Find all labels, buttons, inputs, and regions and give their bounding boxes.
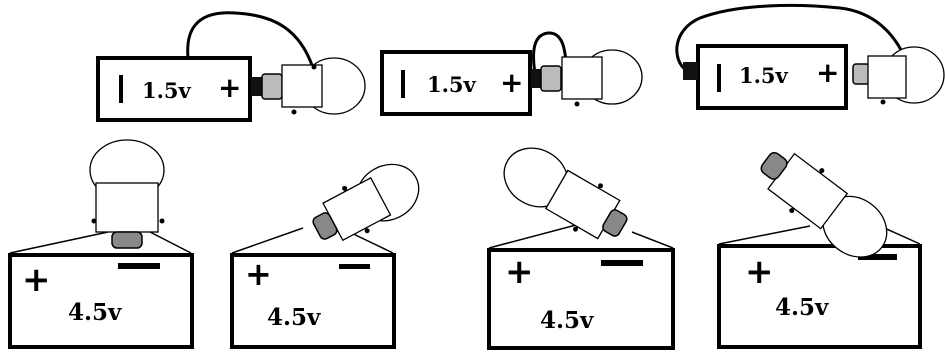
plus-sign: + bbox=[22, 260, 51, 300]
bulb-contact-tip bbox=[251, 77, 264, 96]
setup-c: + 4.5v bbox=[487, 147, 675, 350]
terminal-lead bbox=[718, 225, 811, 245]
minus-terminal-contact bbox=[683, 62, 698, 80]
light-bulb bbox=[852, 46, 945, 105]
battery-4-5v bbox=[717, 244, 922, 349]
minus-terminal-mark bbox=[401, 70, 405, 98]
socket-screw bbox=[880, 99, 886, 105]
bulb-socket bbox=[281, 64, 323, 108]
bulb-socket bbox=[561, 56, 603, 100]
socket-screw bbox=[572, 226, 578, 232]
terminal-lead bbox=[631, 231, 674, 249]
socket-screw bbox=[291, 109, 297, 115]
bulb-screw-base bbox=[540, 65, 562, 92]
bulb-screw-base bbox=[852, 63, 870, 85]
bulb-socket bbox=[867, 55, 907, 99]
battery-voltage-label: 1.5v bbox=[142, 78, 192, 103]
connecting-wire bbox=[675, 3, 907, 72]
socket-screw bbox=[91, 218, 97, 224]
bulb-screw-base bbox=[261, 73, 283, 100]
connecting-wire bbox=[186, 11, 315, 70]
plus-sign: + bbox=[816, 56, 839, 89]
plus-sign: + bbox=[505, 252, 534, 292]
bulb-screw-base bbox=[602, 209, 628, 237]
battery-voltage-label: 4.5v bbox=[68, 299, 122, 326]
minus-sign bbox=[339, 264, 370, 269]
battery-1-5v bbox=[96, 56, 252, 122]
socket-screw bbox=[789, 208, 795, 214]
plus-sign: + bbox=[500, 66, 523, 99]
socket-screw bbox=[311, 64, 317, 70]
socket-screw bbox=[159, 218, 165, 224]
minus-terminal-mark bbox=[119, 75, 123, 103]
plus-sign: + bbox=[745, 252, 774, 292]
plus-sign: + bbox=[218, 71, 241, 104]
battery-voltage-label: 4.5v bbox=[775, 294, 829, 321]
battery-1-5v bbox=[380, 50, 532, 116]
minus-sign bbox=[858, 254, 897, 260]
battery-voltage-label: 1.5v bbox=[427, 72, 477, 97]
light-bulb bbox=[312, 163, 420, 242]
minus-sign bbox=[118, 263, 160, 269]
light-bulb bbox=[531, 49, 643, 107]
socket-screw bbox=[364, 228, 370, 234]
socket-screw bbox=[342, 185, 348, 191]
light-bulb bbox=[89, 139, 165, 249]
battery-voltage-label: 4.5v bbox=[540, 307, 594, 334]
bulb-screw-base bbox=[760, 151, 788, 180]
battery-1-5v bbox=[696, 44, 848, 110]
circuit-1: 1.5v + bbox=[96, 11, 366, 122]
terminal-lead bbox=[231, 227, 304, 254]
terminal-lead bbox=[488, 224, 577, 249]
connecting-wire bbox=[532, 31, 568, 87]
terminal-lead bbox=[9, 231, 109, 254]
minus-sign bbox=[601, 260, 643, 266]
light-bulb bbox=[251, 57, 366, 115]
bulb-contact-tip bbox=[531, 69, 543, 88]
setup-b: + 4.5v bbox=[230, 163, 420, 349]
setup-d: + 4.5v bbox=[717, 151, 922, 349]
battery-4-5v bbox=[8, 253, 194, 349]
light-bulb bbox=[760, 151, 888, 258]
bulb-socket bbox=[95, 182, 159, 233]
bulb-screw-base bbox=[111, 231, 143, 249]
socket-screw bbox=[597, 183, 603, 189]
battery-4-5v bbox=[230, 253, 396, 349]
setup-a: + 4.5v bbox=[8, 139, 194, 349]
socket-screw bbox=[819, 168, 825, 174]
light-bulb bbox=[503, 147, 628, 240]
bulb-screw-base bbox=[312, 212, 338, 240]
terminal-lead bbox=[149, 231, 192, 254]
plus-sign: + bbox=[245, 255, 272, 293]
battery-4-5v bbox=[487, 248, 675, 350]
socket-screw bbox=[574, 101, 580, 107]
circuit-2: 1.5v + bbox=[380, 31, 643, 116]
battery-voltage-label: 4.5v bbox=[267, 304, 321, 331]
battery-voltage-label: 1.5v bbox=[739, 63, 789, 88]
minus-terminal-mark bbox=[717, 64, 721, 92]
circuit-3: 1.5v + bbox=[675, 3, 945, 110]
